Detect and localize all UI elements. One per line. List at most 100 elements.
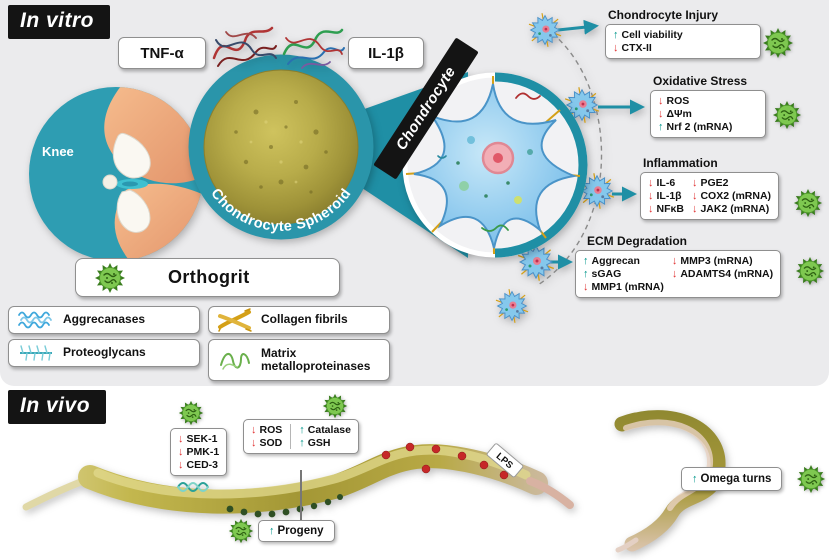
il1b-label: IL-1β bbox=[348, 37, 424, 69]
orthogrit-icon bbox=[178, 400, 204, 426]
arrow-icon: ↓ bbox=[648, 190, 654, 202]
outcome-item: ↓CTX-II bbox=[613, 42, 683, 54]
orthogrit-icon bbox=[94, 261, 126, 294]
outcome-item: ↓JAK2 (mRNA) bbox=[692, 203, 771, 215]
patella-bone bbox=[102, 174, 118, 190]
outcome-box: ↓ROS↓ΔΨm↑Nrf 2 (mRNA) bbox=[650, 90, 766, 138]
chondrocyte-spheroid: Chondrocyte Spheroid bbox=[188, 54, 374, 240]
orthogrit-icon bbox=[795, 256, 825, 286]
outcome-title: Oxidative Stress bbox=[653, 74, 748, 88]
arrow-icon: ↓ bbox=[691, 203, 698, 215]
outcome-label: IL-1β bbox=[656, 190, 682, 202]
outcome-item: ↑Cell viability bbox=[613, 29, 683, 41]
in-vivo-item: ↑GSH bbox=[299, 437, 351, 449]
tnf-alpha-label: TNF-α bbox=[118, 37, 206, 69]
arrow-icon: ↑ bbox=[658, 121, 664, 133]
orthogrit-icon bbox=[228, 518, 254, 544]
outcome-box: ↓IL-6↓IL-1β↓NFκB ↓PGE2↓COX2 (mRNA)↓JAK2 … bbox=[640, 172, 780, 220]
outcome-item: ↑Nrf 2 (mRNA) bbox=[658, 121, 732, 133]
in-vivo-label: CED-3 bbox=[186, 459, 219, 471]
arrow-icon: ↓ bbox=[671, 268, 678, 280]
outcome-box: ↑Cell viability↓CTX-II bbox=[605, 24, 761, 59]
orthogrit-icon bbox=[322, 393, 348, 419]
dna-icon bbox=[177, 482, 209, 492]
progeny-label: Progeny bbox=[277, 525, 324, 537]
legend-label: Matrix metalloproteinases bbox=[261, 345, 371, 373]
outcome-col: ↓IL-6↓IL-1β↓NFκB bbox=[648, 177, 684, 215]
in-vivo-badge: In vivo bbox=[8, 390, 107, 424]
kinase-col: ↓SEK-1↓PMK-1↓ CED-3 bbox=[178, 433, 219, 471]
outcome-col: ↑Aggrecan↑sGAG↓MMP1 (mRNA) bbox=[583, 255, 664, 293]
worm-body bbox=[78, 444, 548, 514]
inflammation-group: Inflammation ↓IL-6↓IL-1β↓NFκB ↓PGE2↓COX2… bbox=[640, 156, 780, 220]
legend-label: Collagen fibrils bbox=[261, 312, 348, 327]
arrow-icon: ↑ bbox=[299, 424, 305, 436]
small-chondrocyte-icon bbox=[528, 12, 562, 48]
omega-turns-group: ↑ Omega turns bbox=[681, 467, 783, 491]
spheroid-body bbox=[203, 69, 359, 225]
outcome-col: ↑Cell viability↓CTX-II bbox=[613, 29, 683, 54]
progeny-group: ↑ Progeny bbox=[258, 520, 335, 542]
tibia-bone bbox=[116, 189, 151, 233]
outcome-item: ↑Aggrecan bbox=[583, 255, 664, 267]
outcome-label: sGAG bbox=[591, 268, 622, 280]
arrow-icon: ↓ bbox=[691, 177, 698, 189]
outcome-label: MMP3 (mRNA) bbox=[680, 255, 753, 267]
arrow-icon: ↓ bbox=[583, 281, 589, 293]
arrow-icon: ↓ bbox=[178, 433, 184, 445]
redox-box: ↓ROS↓SOD ↑Catalase↑GSH bbox=[243, 419, 359, 454]
chondrocyte-cell-view bbox=[402, 72, 588, 258]
outcome-title: Inflammation bbox=[643, 156, 718, 170]
arrow-icon: ↓ bbox=[658, 95, 664, 107]
arrow-icon: ↓ bbox=[658, 108, 664, 120]
outcome-item: ↓NFκB bbox=[648, 203, 684, 215]
lps-particles bbox=[381, 442, 509, 480]
outcome-label: MMP1 (mRNA) bbox=[591, 281, 664, 293]
outcome-item: ↓IL-6 bbox=[648, 177, 684, 189]
outcome-item: ↑sGAG bbox=[583, 268, 664, 280]
outcome-col: ↓MMP3 (mRNA)↓ADAMTS4 (mRNA) bbox=[672, 255, 773, 293]
outcome-item: ↓IL-1β bbox=[648, 190, 684, 202]
arrow-to-injury bbox=[557, 19, 599, 35]
il1b-protein-icon bbox=[282, 28, 345, 69]
chondrocyte-injury-group: Chondrocyte Injury ↑Cell viability↓CTX-I… bbox=[605, 8, 761, 59]
legend-label: Proteoglycans bbox=[63, 345, 146, 360]
orthogrit-icon bbox=[762, 27, 794, 59]
femur-bone bbox=[112, 132, 151, 179]
legend-mmp: Matrix metalloproteinases bbox=[208, 339, 390, 381]
arrow-icon: ↓ bbox=[691, 190, 698, 202]
arrow-icon: ↓ bbox=[613, 42, 619, 54]
outcome-box: ↑Aggrecan↑sGAG↓MMP1 (mRNA) ↓MMP3 (mRNA)↓… bbox=[575, 250, 782, 298]
progeny-box: ↑ Progeny bbox=[258, 520, 335, 542]
in-vivo-label: SEK-1 bbox=[186, 433, 218, 445]
in-vivo-item: ↓PMK-1 bbox=[178, 446, 219, 458]
arrow-icon: ↑ bbox=[269, 525, 275, 537]
redox-col: ↓ROS↓SOD bbox=[251, 424, 282, 449]
c-elegans-worm: LPS bbox=[22, 442, 574, 518]
arrow-icon: ↓ bbox=[251, 437, 257, 449]
in-vivo-item: ↓SEK-1 bbox=[178, 433, 219, 445]
progeny-connector-line bbox=[300, 470, 302, 520]
arrow-icon: ↑ bbox=[299, 437, 305, 449]
orthogrit-icon bbox=[793, 188, 823, 218]
outcome-label: Cell viability bbox=[621, 29, 683, 41]
in-vivo-item: ↓SOD bbox=[251, 437, 282, 449]
legend-label: Aggrecanases bbox=[63, 312, 146, 327]
knee-label: Knee bbox=[42, 144, 74, 159]
mmp-icon bbox=[220, 353, 250, 370]
proteoglycans-icon bbox=[20, 345, 52, 361]
legend-aggrecanases: Aggrecanases bbox=[8, 306, 200, 334]
omega-turns-label: Omega turns bbox=[700, 473, 772, 485]
ecm-degradation-group: ECM Degradation ↑Aggrecan↑sGAG↓MMP1 (mRN… bbox=[575, 234, 782, 298]
cell-circle-teal-arc bbox=[494, 72, 588, 258]
outcome-title: ECM Degradation bbox=[587, 234, 688, 248]
outcome-item: ↓ΔΨm bbox=[658, 108, 732, 120]
arrow-icon: ↑ bbox=[583, 268, 589, 280]
outcome-item: ↓MMP3 (mRNA) bbox=[672, 255, 773, 267]
arrow-icon: ↓ bbox=[648, 203, 654, 215]
in-vivo-item: ↑ Progeny bbox=[269, 525, 324, 537]
arrow-icon: ↓ bbox=[671, 255, 678, 267]
outcome-item: ↓COX2 (mRNA) bbox=[692, 190, 771, 202]
orthogrit-icon bbox=[796, 464, 826, 494]
collagen-fibrils-icon bbox=[218, 308, 252, 332]
